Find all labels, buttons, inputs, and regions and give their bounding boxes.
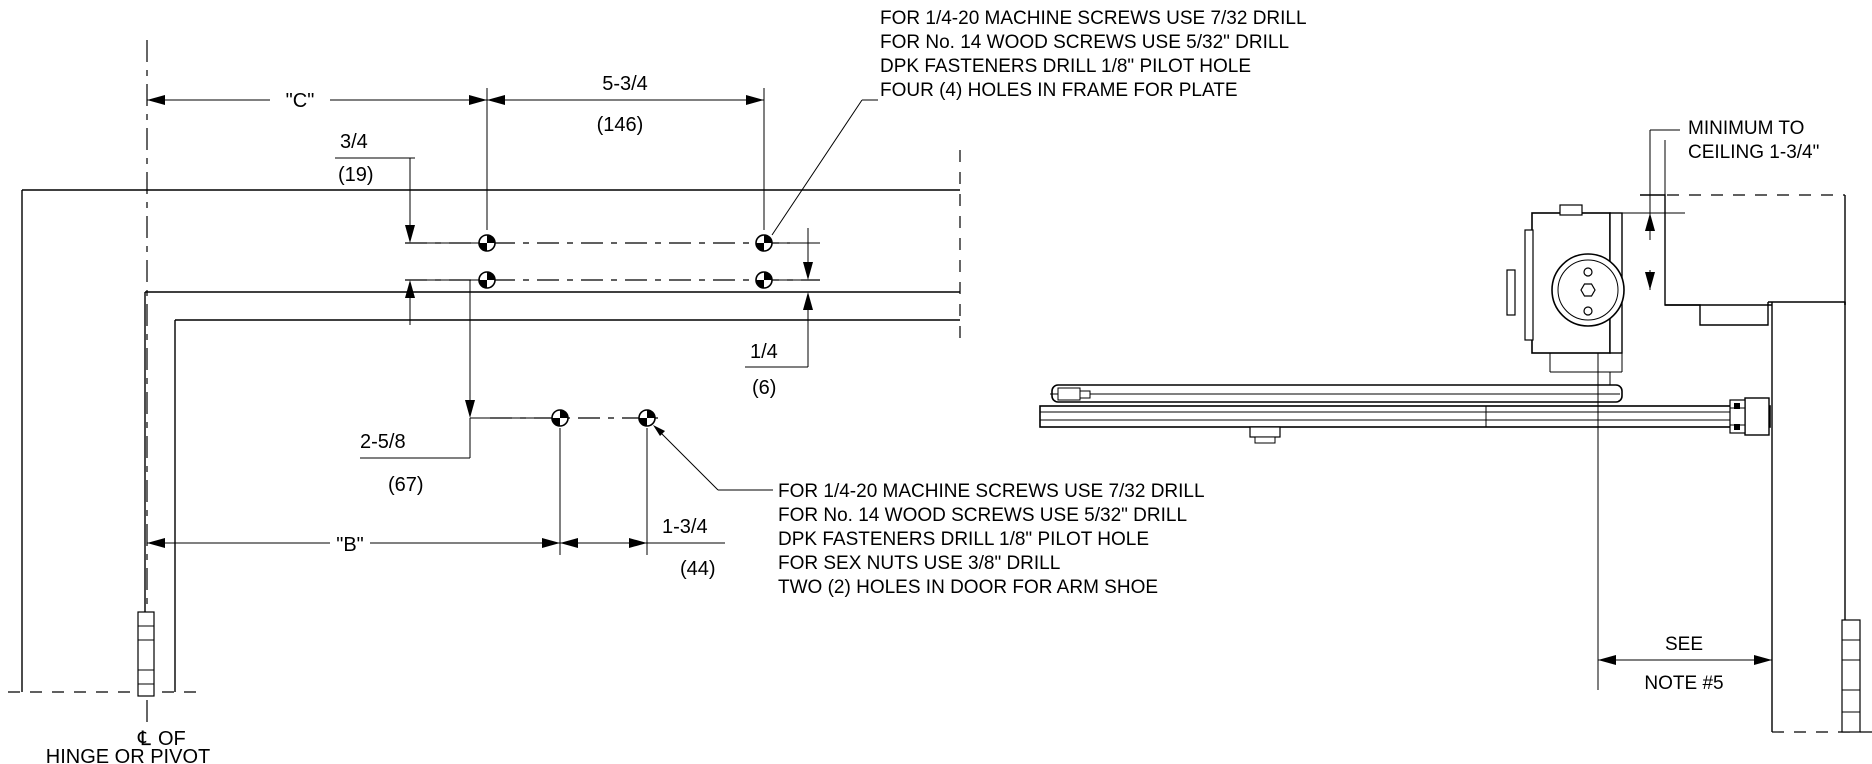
plan-view: "C" 5-3/4 (146) 3/4 (19)	[8, 40, 961, 764]
note5-dimension: SEE NOTE #5	[1597, 353, 1772, 694]
door-note-line-4: FOR SEX NUTS USE 3/8" DRILL	[778, 553, 1060, 574]
door-note-line-2: FOR No. 14 WOOD SCREWS USE 5/32" DRILL	[778, 505, 1187, 526]
closer-body	[1506, 204, 1625, 373]
door-note-line-3: DPK FASTENERS DRILL 1/8" PILOT HOLE	[778, 529, 1149, 550]
arm-shoe	[1729, 397, 1770, 436]
dimension-1-3-4: 1-3/4 (44)	[560, 516, 725, 580]
frame-hole-3	[478, 271, 496, 289]
frame-note-line-4: FOUR (4) HOLES IN FRAME FOR PLATE	[880, 80, 1238, 101]
centerline-symbol: ℄	[137, 728, 151, 750]
ceiling-label-line-2: CEILING 1-3/4"	[1688, 142, 1819, 163]
dim-2-5-8-label: 2-5/8	[360, 431, 406, 453]
frame-outline	[8, 150, 961, 693]
dim-1-3-4-label: 1-3/4	[662, 516, 708, 538]
dim-146-label: (146)	[597, 114, 644, 136]
frame-note-leader	[771, 99, 863, 236]
dim-c-label: "C"	[286, 90, 315, 112]
hinge-symbol	[137, 611, 155, 697]
dimension-5-3-4: 5-3/4 (146)	[486, 73, 765, 230]
dim-67-label: (67)	[388, 474, 424, 496]
door-hole-1	[551, 409, 569, 427]
frame-hole-1	[478, 234, 496, 252]
door-note-leader	[654, 426, 719, 491]
dimension-1-4: 1/4 (6)	[745, 228, 820, 399]
door-hole-2	[638, 409, 656, 427]
frame-hole-2	[755, 234, 773, 252]
frame-hole-4	[755, 271, 773, 289]
door-note-line-5: TWO (2) HOLES IN DOOR FOR ARM SHOE	[778, 577, 1158, 598]
dimension-b: "B"	[147, 428, 648, 556]
hinge-label-pivot: HINGE OR PIVOT	[46, 746, 210, 764]
dim-b-label: "B"	[336, 534, 364, 556]
dim-1-4-label: 1/4	[750, 341, 778, 363]
dimension-3-4: 3/4 (19)	[335, 131, 480, 325]
note5-label: NOTE #5	[1644, 673, 1723, 694]
hinge-label: ℄ OF HINGE OR PIVOT	[46, 728, 210, 764]
ceiling-label-line-1: MINIMUM TO	[1688, 118, 1804, 139]
closer-track	[1039, 405, 1771, 444]
dimension-2-5-8: 2-5/8 (67)	[360, 280, 550, 496]
frame-note-line-3: DPK FASTENERS DRILL 1/8" PILOT HOLE	[880, 56, 1251, 77]
dim-6-label: (6)	[752, 377, 776, 399]
dim-3-4-label: 3/4	[340, 131, 368, 153]
closer-arm	[1050, 372, 1623, 403]
hinge-label-of: OF	[158, 728, 186, 750]
frame-note: FOR 1/4-20 MACHINE SCREWS USE 7/32 DRILL…	[880, 8, 1307, 101]
door-edge	[1771, 302, 1872, 733]
frame-note-line-1: FOR 1/4-20 MACHINE SCREWS USE 7/32 DRILL	[880, 8, 1307, 29]
dim-44-label: (44)	[680, 558, 716, 580]
see-label: SEE	[1665, 634, 1703, 655]
dimension-c: "C"	[147, 90, 487, 112]
dim-19-label: (19)	[338, 164, 374, 186]
door-note-line-1: FOR 1/4-20 MACHINE SCREWS USE 7/32 DRILL	[778, 481, 1205, 502]
frame-note-line-2: FOR No. 14 WOOD SCREWS USE 5/32" DRILL	[880, 32, 1289, 53]
ceiling-dimension: MINIMUM TO CEILING 1-3/4"	[1610, 118, 1819, 290]
elevation-view: MINIMUM TO CEILING 1-3/4" SEE NOTE #5	[1039, 118, 1872, 733]
dim-5-3-4-label: 5-3/4	[602, 73, 648, 95]
door-note: FOR 1/4-20 MACHINE SCREWS USE 7/32 DRILL…	[778, 481, 1205, 598]
frame-profile	[1640, 194, 1846, 326]
